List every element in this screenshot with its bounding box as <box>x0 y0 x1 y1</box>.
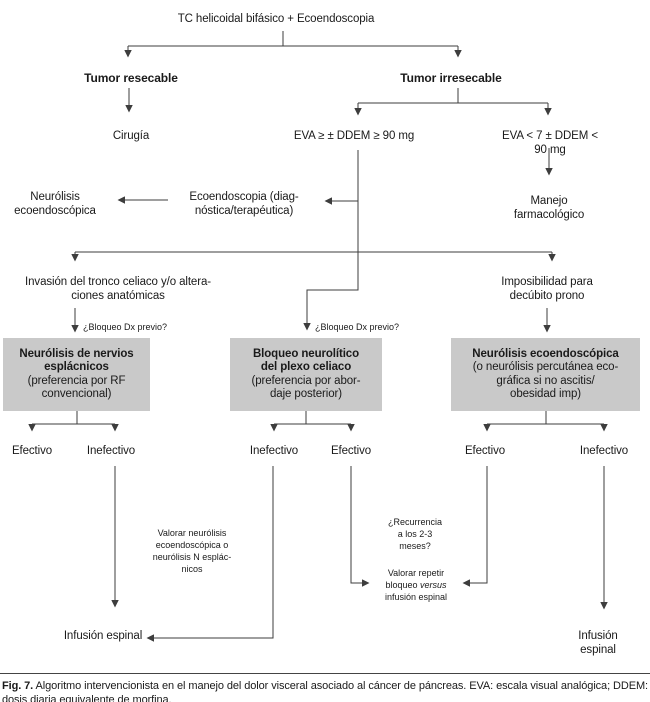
connector-arrow <box>462 466 488 587</box>
node-imposibilidad-prono: Imposibilidad para decúbito prono <box>501 276 593 302</box>
caption-divider <box>0 673 650 674</box>
outcome-efectivo-3: Efectivo <box>464 445 506 457</box>
connector <box>32 411 115 425</box>
note-valorar-repetir-pre: Valorar repetir bloqueo <box>385 568 445 591</box>
figure-caption-text: Algoritmo intervencionista en el manejo … <box>2 680 648 702</box>
node-eva-baja: EVA < 7 ± DDEM < 90 mg <box>502 130 598 156</box>
node-eva-alta: EVA ≥ ± DDEM ≥ 90 mg <box>293 130 415 142</box>
outcome-efectivo-1: Efectivo <box>11 445 53 457</box>
node-tumor-irresecable: Tumor irresecable <box>400 71 502 85</box>
outcome-inefectivo-1: Inefectivo <box>86 445 136 457</box>
decision-box-bloqueo-plexo-celiaco: Bloqueo neurolítico del plexo celiaco (p… <box>230 338 382 411</box>
node-cirugia: Cirugía <box>112 130 150 142</box>
label-bloqueo-dx-previo-1: ¿Bloqueo Dx previo? <box>83 322 168 332</box>
connector <box>487 411 604 425</box>
decision-box-title: Neurólisis de nervios esplácnicos <box>19 348 134 374</box>
decision-box-neurolisis-esplacnicos: Neurólisis de nervios esplácnicos (prefe… <box>3 338 150 411</box>
decision-box-title: Bloqueo neurolítico del plexo celiaco <box>252 348 360 374</box>
outcome-efectivo-2: Efectivo <box>330 445 372 457</box>
note-valorar-repetir-versus: versus <box>420 580 447 591</box>
node-neurolisis-ecoendoscopica: Neurólisis ecoendoscópica <box>14 191 96 217</box>
connector-arrow <box>146 466 274 642</box>
label-bloqueo-dx-previo-2: ¿Bloqueo Dx previo? <box>315 322 400 332</box>
node-invasion-tronco: Invasión del tronco celiaco y/o altera- … <box>25 276 211 302</box>
node-infusion-espinal-izq: Infusión espinal <box>63 630 143 642</box>
note-valorar-repetir-post: infusión espinal <box>384 592 448 603</box>
decision-box-neurolisis-ecoendoscopica: Neurólisis ecoendoscópica (o neurólisis … <box>451 338 640 411</box>
note-valorar-repetir: Valorar repetir bloqueo versus infusión … <box>385 567 447 603</box>
connector <box>274 411 351 425</box>
node-ecoendoscopia: Ecoendoscopia (diag- nóstica/terapéutica… <box>189 191 299 217</box>
note-valorar-neurolisis: Valorar neurólisis ecoendoscópica o neur… <box>152 528 232 575</box>
decision-box-subtitle: (o neurólisis percutánea eco- gráfica si… <box>472 361 619 400</box>
connector <box>358 88 548 104</box>
decision-box-title: Neurólisis ecoendoscópica <box>472 348 619 361</box>
node-manejo-farmacologico: Manejo farmacológico <box>513 195 585 221</box>
connector-arrow <box>350 466 370 587</box>
connectors <box>28 31 608 642</box>
figure-caption-label: Fig. 7. <box>2 680 34 692</box>
connector-arrow <box>303 150 359 331</box>
figure-caption: Fig. 7. Algoritmo intervencionista en el… <box>2 679 648 702</box>
decision-box-subtitle: (preferencia por abor- daje posterior) <box>251 374 361 400</box>
outcome-inefectivo-2: Inefectivo <box>249 445 299 457</box>
note-recurrencia: ¿Recurrencia a los 2-3 meses? <box>387 517 443 552</box>
outcome-inefectivo-3: Inefectivo <box>579 445 629 457</box>
node-infusion-espinal-der: Infusión espinal <box>578 630 618 656</box>
connector <box>128 31 458 47</box>
decision-box-subtitle: (preferencia por RF convencional) <box>27 374 126 400</box>
node-title: TC helicoidal bifásico + Ecoendoscopia <box>177 13 375 25</box>
node-tumor-resecable: Tumor resecable <box>84 71 178 85</box>
